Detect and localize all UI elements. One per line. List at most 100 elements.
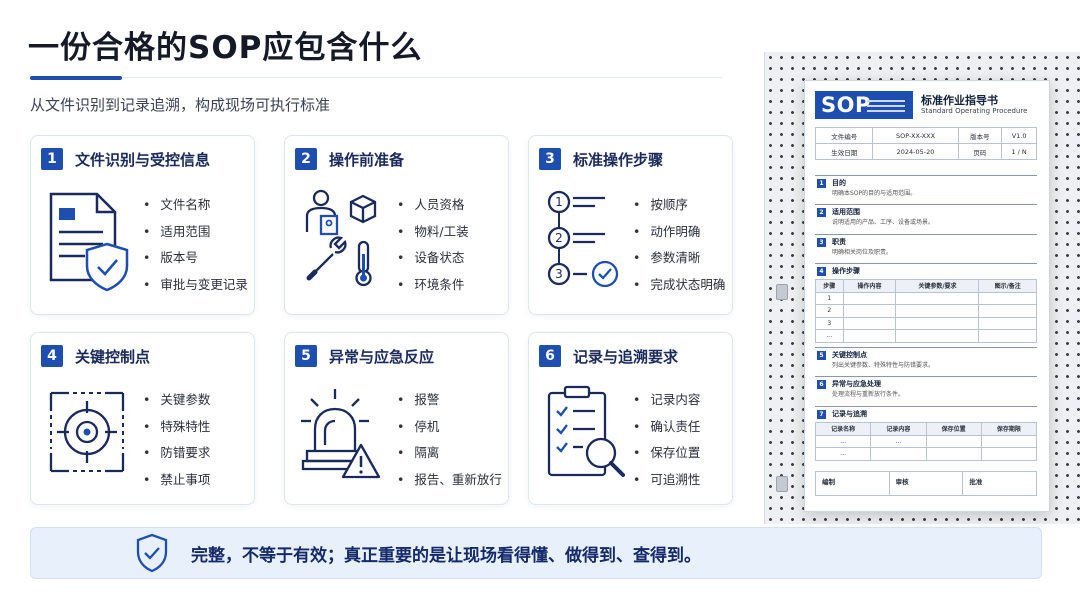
card-item-list: 关键参数 特殊特性 防错要求 禁止事项 bbox=[143, 387, 210, 493]
meta-label: 生效日期 bbox=[814, 143, 874, 160]
meta-label: 文件编号 bbox=[814, 127, 874, 144]
list-item: 记录内容 bbox=[633, 387, 700, 414]
table-cell: ... bbox=[814, 447, 872, 461]
pegboard-clip bbox=[776, 476, 788, 492]
list-item: 特殊特性 bbox=[143, 414, 210, 441]
alarm-warning-icon bbox=[301, 389, 381, 479]
sop-section: 1 目的 明确本SOP的目的与适用范围。 bbox=[815, 175, 1037, 197]
page-subtitle: 从文件识别到记录追溯，构成现场可执行标准 bbox=[30, 96, 331, 114]
section-number: 6 bbox=[817, 380, 826, 389]
table-cell: ... bbox=[814, 434, 872, 448]
svg-text:2: 2 bbox=[555, 231, 563, 245]
card-number: 2 bbox=[295, 148, 317, 170]
table-row: 1 bbox=[815, 291, 1037, 305]
table-row: ... ... bbox=[814, 434, 1038, 448]
section-title: 职责 bbox=[832, 238, 846, 246]
section-desc: 明确本SOP的目的与适用范围。 bbox=[832, 190, 917, 197]
section-number: 5 bbox=[817, 351, 826, 360]
section-title: 异常与应急处理 bbox=[832, 380, 881, 388]
shield-check-icon bbox=[136, 533, 168, 573]
sop-section: 4 操作步骤 bbox=[815, 263, 1037, 276]
title-accent-bar bbox=[30, 76, 122, 80]
section-title: 目的 bbox=[832, 179, 846, 187]
sop-section: 6 异常与应急处理 处理流程与重新放行条件。 bbox=[815, 376, 1037, 398]
list-item: 禁止事项 bbox=[143, 467, 210, 494]
logo-lines-icon bbox=[867, 100, 905, 115]
table-header: 记录内容 bbox=[870, 422, 927, 436]
list-item: 确认责任 bbox=[633, 414, 700, 441]
list-item: 报警 bbox=[397, 387, 502, 414]
pegboard-clip bbox=[776, 284, 788, 300]
table-row: 2 bbox=[815, 304, 1037, 318]
card-item-list: 按顺序 动作明确 参数清晰 完成状态明确 bbox=[633, 192, 725, 298]
sop-logo-text: SOP bbox=[821, 93, 871, 117]
card-title: 文件识别与受控信息 bbox=[75, 150, 211, 169]
section-desc: 说明适用的产品、工序、设备或场景。 bbox=[832, 219, 935, 226]
summary-banner: 完整，不等于有效；真正重要的是让现场看得懂、做得到、查得到。 bbox=[30, 527, 1042, 579]
svg-text:1: 1 bbox=[555, 195, 563, 209]
section-number: 3 bbox=[817, 238, 826, 247]
list-item: 适用范围 bbox=[143, 219, 248, 246]
meta-value: 1 / N bbox=[1001, 143, 1037, 160]
list-item: 动作明确 bbox=[633, 219, 725, 246]
sop-title: 标准作业指导书 bbox=[921, 94, 998, 107]
table-header: 步骤 bbox=[815, 279, 844, 293]
step-number: ... bbox=[815, 329, 844, 343]
card-number: 1 bbox=[41, 148, 63, 170]
card-standard-steps: 3 标准操作步骤 1 2 3 按顺序 动作明确 参数清晰 完成状态明确 bbox=[528, 135, 733, 315]
step-number: 3 bbox=[815, 316, 844, 330]
section-number: 7 bbox=[817, 410, 826, 419]
section-desc: 列出关键参数、特殊特性与防错要求。 bbox=[832, 362, 935, 369]
sop-title-en: Standard Operating Procedure bbox=[921, 107, 1028, 115]
section-title: 关键控制点 bbox=[832, 351, 867, 359]
card-preparation: 2 操作前准备 人员资格 物料/工装 设备状态 环境条件 bbox=[284, 135, 509, 315]
section-title: 操作步骤 bbox=[832, 267, 860, 275]
list-item: 审批与变更记录 bbox=[143, 272, 248, 299]
sop-logo: SOP bbox=[815, 91, 913, 119]
list-item: 按顺序 bbox=[633, 192, 725, 219]
list-item: 隔离 bbox=[397, 440, 502, 467]
list-item: 文件名称 bbox=[143, 192, 248, 219]
card-number: 5 bbox=[295, 345, 317, 367]
section-title: 适用范围 bbox=[832, 208, 860, 216]
card-number: 3 bbox=[539, 148, 561, 170]
card-item-list: 人员资格 物料/工装 设备状态 环境条件 bbox=[397, 192, 468, 298]
card-number: 4 bbox=[41, 345, 63, 367]
list-item: 完成状态明确 bbox=[633, 272, 725, 299]
card-records-traceability: 6 记录与追溯要求 记录内容 确认责任 保存位置 可追溯性 bbox=[528, 332, 733, 505]
sop-meta-table: 文件编号 SOP-XX-XXX 版本号 V1.0 生效日期 2024-05-20… bbox=[814, 127, 1037, 160]
list-item: 保存位置 bbox=[633, 440, 700, 467]
list-item: 可追溯性 bbox=[633, 467, 700, 494]
section-number: 2 bbox=[817, 208, 826, 217]
section-title: 记录与追溯 bbox=[832, 410, 867, 418]
step-number: 1 bbox=[815, 291, 844, 305]
sop-section: 2 适用范围 说明适用的产品、工序、设备或场景。 bbox=[815, 204, 1037, 226]
table-row: 3 bbox=[815, 316, 1037, 330]
title-divider bbox=[122, 77, 722, 78]
section-number: 4 bbox=[817, 267, 826, 276]
sop-document-sheet: SOP 标准作业指导书 Standard Operating Procedure… bbox=[804, 80, 1050, 512]
summary-text: 完整，不等于有效；真正重要的是让现场看得懂、做得到、查得到。 bbox=[191, 545, 701, 566]
card-title: 标准操作步骤 bbox=[573, 150, 664, 169]
meta-value: SOP-XX-XXX bbox=[872, 127, 959, 144]
step-number: 2 bbox=[815, 304, 844, 318]
card-title: 异常与应急反应 bbox=[329, 347, 435, 366]
meta-label: 版本号 bbox=[957, 127, 1003, 144]
signoff-label: 审核 bbox=[888, 471, 964, 496]
card-item-list: 文件名称 适用范围 版本号 审批与变更记录 bbox=[143, 192, 248, 298]
sop-signoff-table: 编制 审核 批准 bbox=[815, 471, 1037, 496]
document-shield-icon bbox=[49, 192, 129, 292]
table-header: 保存位置 bbox=[925, 422, 982, 436]
table-row: ... bbox=[815, 329, 1037, 343]
sop-section: 7 记录与追溯 bbox=[815, 406, 1037, 419]
meta-value: V1.0 bbox=[1001, 127, 1037, 144]
table-row: ... bbox=[814, 447, 1038, 461]
card-title: 关键控制点 bbox=[75, 347, 151, 366]
card-title: 操作前准备 bbox=[329, 150, 405, 169]
card-exception-response: 5 异常与应急反应 报警 停机 隔离 报告、重新放行 bbox=[284, 332, 509, 505]
card-key-control: 4 关键控制点 关键参数 特殊特性 防错要求 禁止事项 bbox=[30, 332, 255, 505]
card-number: 6 bbox=[539, 345, 561, 367]
svg-text:3: 3 bbox=[555, 267, 563, 281]
meta-value: 2024-05-20 bbox=[872, 143, 959, 160]
section-desc: 明确相关岗位及职责。 bbox=[832, 249, 893, 256]
